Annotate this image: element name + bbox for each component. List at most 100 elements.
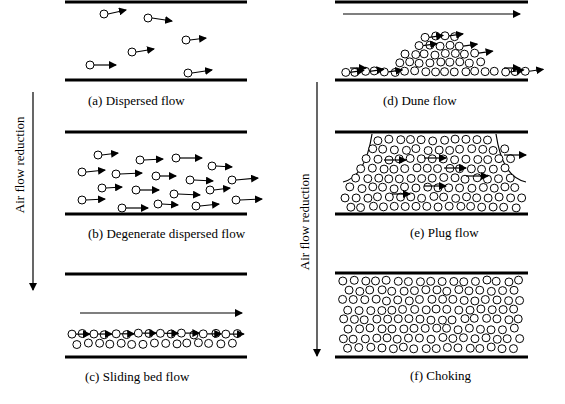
particle	[73, 341, 81, 349]
particle	[422, 306, 430, 314]
particle	[400, 325, 408, 333]
particle	[373, 315, 381, 323]
particle	[352, 194, 360, 202]
particle	[413, 164, 421, 172]
particle	[441, 68, 449, 76]
particle	[483, 276, 491, 284]
particle	[405, 297, 413, 305]
particle	[479, 183, 487, 191]
particle	[498, 345, 506, 353]
particle	[474, 155, 482, 163]
velocity-arrow	[350, 70, 364, 72]
particle	[154, 200, 162, 208]
particle	[368, 164, 376, 172]
particle	[493, 296, 501, 304]
particle	[84, 339, 92, 347]
particle	[446, 41, 454, 49]
particle	[199, 330, 207, 338]
particle	[390, 146, 398, 154]
velocity-arrow	[108, 10, 126, 14]
particle	[344, 344, 352, 352]
particle	[477, 58, 485, 66]
velocity-arrow	[423, 44, 437, 46]
velocity-arrow	[94, 64, 116, 65]
particle	[208, 162, 216, 170]
particle	[441, 136, 449, 144]
particle	[460, 50, 468, 58]
particle	[128, 48, 136, 56]
particle	[150, 339, 158, 347]
particle	[390, 202, 398, 210]
pipe-wall	[65, 213, 247, 216]
particle	[490, 67, 498, 75]
particle	[489, 146, 497, 154]
particle	[78, 329, 86, 337]
particle	[68, 330, 76, 338]
air-flow-arrow	[343, 13, 520, 14]
pipe-wall	[65, 273, 247, 276]
particle	[441, 49, 449, 57]
velocity-arrow	[392, 193, 410, 194]
particle	[476, 286, 484, 294]
particle	[438, 316, 446, 324]
particle	[443, 287, 451, 295]
particle	[418, 175, 426, 183]
particle	[382, 297, 390, 305]
particle	[344, 325, 352, 333]
particle	[432, 68, 440, 76]
velocity-arrow	[463, 44, 477, 46]
particle	[465, 59, 473, 67]
particle	[459, 334, 467, 342]
velocity-arrow	[207, 333, 221, 334]
particle	[424, 147, 432, 155]
particle	[430, 192, 438, 200]
velocity-arrow	[424, 185, 446, 186]
particle	[443, 343, 451, 351]
particle	[490, 184, 498, 192]
velocity-arrow	[479, 51, 493, 53]
particle	[495, 193, 503, 201]
particle	[401, 67, 409, 75]
particle	[100, 10, 108, 18]
particle	[478, 203, 486, 211]
particle	[492, 277, 500, 285]
particle	[383, 334, 391, 342]
air-flow-arrow	[80, 312, 242, 313]
particle	[439, 155, 447, 163]
velocity-arrow	[106, 187, 122, 188]
particle	[389, 345, 397, 353]
particle	[428, 155, 436, 163]
particle	[357, 204, 365, 212]
particle	[350, 276, 358, 284]
particle	[421, 33, 429, 41]
particle	[136, 156, 144, 164]
particle	[361, 296, 369, 304]
particle	[393, 335, 401, 343]
particle	[167, 330, 175, 338]
particle	[476, 344, 484, 352]
particle	[366, 286, 374, 294]
particle	[391, 68, 399, 76]
particle	[454, 344, 462, 352]
particle	[388, 306, 396, 314]
particle	[356, 287, 364, 295]
particle	[420, 50, 428, 58]
particle	[418, 194, 426, 202]
particle	[98, 184, 106, 192]
particle	[499, 287, 507, 295]
particle	[378, 307, 386, 315]
particle	[394, 296, 402, 304]
particle	[471, 67, 479, 75]
axis-label: Air flow reduction	[296, 174, 312, 271]
particle	[395, 155, 403, 163]
particle	[412, 184, 420, 192]
particle	[374, 155, 382, 163]
particle	[471, 297, 479, 305]
particle	[434, 203, 442, 211]
particle	[388, 325, 396, 333]
velocity-arrow	[449, 34, 463, 36]
particle	[410, 345, 418, 353]
particle	[156, 329, 164, 337]
particle	[406, 58, 414, 66]
particle	[422, 345, 430, 353]
